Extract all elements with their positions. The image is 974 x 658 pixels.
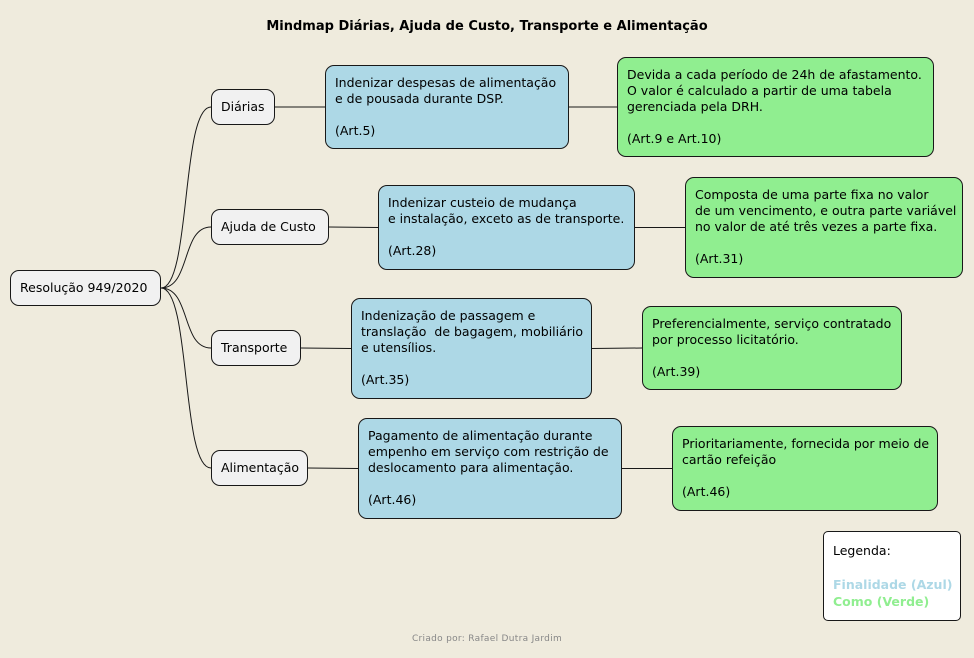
- how-line: Devida a cada período de 24h de afastame…: [627, 67, 922, 82]
- how-line: (Art.9 e Art.10): [627, 131, 722, 146]
- how-line: por processo licitatório.: [652, 332, 799, 347]
- purpose-line: e utensílios.: [361, 340, 437, 355]
- root-branch-connector: [160, 106, 212, 289]
- purpose-line: [361, 356, 582, 372]
- how-line: (Art.46): [682, 484, 731, 499]
- how-line: Preferencialmente, serviço contratado: [652, 316, 892, 331]
- how-line: no valor de até três vezes a parte fixa.: [695, 219, 938, 234]
- branch-purpose-connector: [328, 226, 379, 228]
- branch-node: Diárias: [211, 89, 275, 125]
- purpose-line: e de pousada durante DSP.: [335, 91, 504, 106]
- branch-node: Ajuda de Custo: [211, 209, 329, 245]
- root-branch-connector: [160, 287, 212, 349]
- branch-purpose-connector: [307, 467, 359, 469]
- purpose-line: [388, 227, 625, 243]
- legend-how-entry: Como (Verde): [833, 594, 930, 609]
- how-line: [682, 468, 928, 484]
- purpose-line: [335, 107, 559, 123]
- how-line: (Art.31): [695, 251, 744, 266]
- purpose-line: Pagamento de alimentação durante: [368, 428, 593, 443]
- how-line: [695, 235, 953, 251]
- branch-label: Alimentação: [221, 460, 300, 475]
- how-line: cartão refeição: [682, 452, 777, 467]
- how-line: O valor é calculado a partir de uma tabe…: [627, 83, 892, 98]
- purpose-how-connector: [591, 347, 643, 349]
- how-line: de um vencimento, e outra parte variável: [695, 203, 957, 218]
- purpose-line: Indenizar despesas de alimentação: [335, 75, 557, 90]
- how-node: Devida a cada período de 24h de afastame…: [617, 57, 934, 157]
- purpose-line: (Art.5): [335, 123, 376, 138]
- how-line: gerenciada pela DRH.: [627, 99, 763, 114]
- purpose-line: (Art.46): [368, 492, 417, 507]
- root-branch-connector: [160, 287, 212, 469]
- root-node: Resolução 949/2020: [10, 270, 161, 306]
- how-line: [627, 115, 924, 131]
- purpose-line: empenho em serviço com restrição de: [368, 444, 609, 459]
- purpose-line: Indenizar custeio de mudança: [388, 195, 577, 210]
- how-line: (Art.39): [652, 364, 701, 379]
- footer-credit: Criado por: Rafael Dutra Jardim: [411, 634, 563, 644]
- how-line: [652, 348, 892, 364]
- branch-node: Alimentação: [211, 450, 308, 486]
- root-label: Resolução 949/2020: [20, 280, 148, 295]
- purpose-line: translação de bagagem, mobiliário: [361, 324, 584, 339]
- purpose-line: (Art.35): [361, 372, 410, 387]
- legend-title: Legenda:: [833, 543, 891, 558]
- how-line: Composta de uma parte fixa no valor: [695, 187, 929, 202]
- purpose-line: (Art.28): [388, 243, 437, 258]
- branch-label: Diárias: [221, 99, 265, 114]
- legend-purpose-entry: Finalidade (Azul): [833, 577, 953, 592]
- branch-node: Transporte: [211, 330, 301, 366]
- purpose-line: Indenização de passagem e: [361, 308, 536, 323]
- diagram-title: Mindmap Diárias, Ajuda de Custo, Transpo…: [266, 19, 708, 34]
- how-line: Prioritariamente, fornecida por meio de: [682, 436, 930, 451]
- branch-purpose-connector: [300, 347, 352, 349]
- purpose-line: [368, 476, 612, 492]
- purpose-line: deslocamento para alimentação.: [368, 460, 574, 475]
- root-branch-connector: [160, 226, 212, 289]
- branch-label: Ajuda de Custo: [221, 219, 316, 234]
- legend: Legenda: Finalidade (Azul) Como (Verde): [823, 531, 961, 621]
- branch-label: Transporte: [221, 340, 288, 355]
- purpose-line: e instalação, exceto as de transporte.: [388, 211, 625, 226]
